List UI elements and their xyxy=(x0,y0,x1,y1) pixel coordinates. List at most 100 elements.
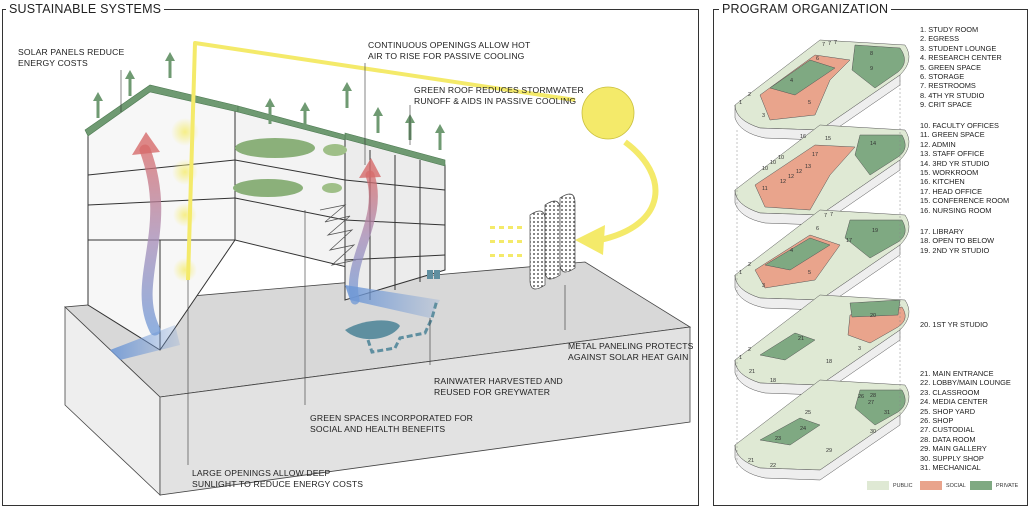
plan-label: 12 xyxy=(788,174,794,180)
annotation-line: AGAINST SOLAR HEAT GAIN xyxy=(568,352,689,362)
program-list-floor-3: 10. FACULTY OFFICES 11. GREEN SPACE 12. … xyxy=(920,121,1009,215)
plan-label: 1 xyxy=(739,270,742,276)
program-item: 1. STUDY ROOM xyxy=(920,25,979,34)
plan-label: 5 xyxy=(808,100,811,106)
program-item: 16. KITCHEN xyxy=(920,177,965,187)
sustainable-systems-title: SUSTAINABLE SYSTEMS xyxy=(6,2,165,16)
solar-curve-arrow xyxy=(599,139,659,243)
legend-swatch xyxy=(920,481,942,490)
plan-label: 1 xyxy=(739,355,742,361)
plan-label: 15 xyxy=(825,136,831,142)
program-item: 14. 3RD YR STUDIO xyxy=(920,158,990,168)
program-item: 8. 4TH YR STUDIO xyxy=(920,90,985,100)
program-item: 16. NURSING ROOM xyxy=(920,205,992,215)
annotation-solar-panels: SOLAR PANELS REDUCE ENERGY COSTS xyxy=(18,47,124,69)
plan-label: 31 xyxy=(884,410,890,416)
plan-label: 7 xyxy=(828,41,831,47)
plan-label: 2 xyxy=(748,262,751,268)
plan-label: 12 xyxy=(780,179,786,185)
plan-label: 22 xyxy=(770,463,776,469)
annotation-line: ENERGY COSTS xyxy=(18,58,88,68)
plan-label: 6 xyxy=(816,226,819,232)
plan-label: 3 xyxy=(858,346,861,352)
plan-label: 13 xyxy=(805,164,811,170)
program-item: 6. STORAGE xyxy=(920,72,965,82)
annotation-line: CONTINUOUS OPENINGS ALLOW HOT xyxy=(368,40,531,50)
program-item: 15. CONFERENCE ROOM xyxy=(920,196,1010,206)
hot-air-arrow-right xyxy=(349,170,378,305)
plan-label: 10 xyxy=(770,160,776,166)
annotation-leaders xyxy=(120,63,566,465)
plan-label: 10 xyxy=(762,166,768,172)
plan-label: 28 xyxy=(870,393,876,399)
program-item: 17. HEAD OFFICE xyxy=(920,186,983,196)
annotation-metal-paneling: METAL PANELING PROTECTS AGAINST SOLAR HE… xyxy=(568,341,694,363)
plan-label: 6 xyxy=(816,56,819,62)
program-item: 20. 1ST YR STUDIO xyxy=(920,320,988,329)
plan-number-labels: 1 2 3 4 5 6 7 7 7 8 9 10 10 10 11 12 12 … xyxy=(739,40,890,469)
legend-public: PUBLIC xyxy=(867,481,912,490)
program-list-floor-1: 20. 1ST YR STUDIO xyxy=(920,320,988,329)
plan-label: 7 xyxy=(824,213,827,219)
annotation-rainwater: RAINWATER HARVESTED AND REUSED FOR GREYW… xyxy=(434,376,563,398)
legend-social: SOCIAL xyxy=(920,481,966,490)
legend-swatch xyxy=(970,481,992,490)
plan-label: 5 xyxy=(808,270,811,276)
plan-label: 12 xyxy=(796,169,802,175)
program-floor-plans xyxy=(734,39,910,481)
plan-label: 19 xyxy=(872,228,878,234)
program-list-ground: 21. MAIN ENTRANCE 22. LOBBY/MAIN LOUNGE … xyxy=(920,369,1011,472)
plan-floor-3 xyxy=(734,124,910,226)
legend-private: PRIVATE xyxy=(970,481,1018,490)
plan-floor-4 xyxy=(734,39,910,141)
program-item: 21. MAIN ENTRANCE xyxy=(920,369,994,378)
plan-label: 4 xyxy=(790,78,793,84)
program-item: 23. CLASSROOM xyxy=(920,387,980,397)
annotation-line: LARGE OPENINGS ALLOW DEEP xyxy=(192,468,331,478)
annotation-sunlight: LARGE OPENINGS ALLOW DEEP SUNLIGHT TO RE… xyxy=(192,468,363,490)
program-item: 7. RESTROOMS xyxy=(920,81,976,91)
program-item: 17. LIBRARY xyxy=(920,227,964,236)
hot-air-arrow-left xyxy=(139,144,162,336)
annotation-line: RAINWATER HARVESTED AND xyxy=(434,376,563,386)
plan-label: 18 xyxy=(770,378,776,384)
plan-label: 17 xyxy=(812,152,818,158)
program-item: 19. 2ND YR STUDIO xyxy=(920,245,990,255)
plan-label: 2 xyxy=(748,347,751,353)
annotation-green-spaces: GREEN SPACES INCORPORATED FOR SOCIAL AND… xyxy=(310,413,473,435)
program-item: 22. LOBBY/MAIN LOUNGE xyxy=(920,378,1011,388)
cool-air-flow xyxy=(110,325,180,360)
plan-ground xyxy=(734,379,910,481)
plan-label: 26 xyxy=(858,394,864,400)
plan-label: 30 xyxy=(870,429,876,435)
plan-label: 29 xyxy=(826,448,832,454)
plan-label: 3 xyxy=(762,113,765,119)
plan-label: 3 xyxy=(762,283,765,289)
annotation-line: GREEN ROOF REDUCES STORMWATER xyxy=(414,85,584,95)
program-item: 11. GREEN SPACE xyxy=(920,130,985,140)
annotation-continuous-openings: CONTINUOUS OPENINGS ALLOW HOT AIR TO RIS… xyxy=(368,40,530,62)
annotation-line: GREEN SPACES INCORPORATED FOR xyxy=(310,413,474,423)
plan-label: 21 xyxy=(798,336,804,342)
program-item: 3. STUDENT LOUNGE xyxy=(920,43,997,53)
program-item: 24. MEDIA CENTER xyxy=(920,397,988,407)
plan-label: 11 xyxy=(762,186,768,192)
plan-label: 7 xyxy=(822,42,825,48)
plan-label: 17 xyxy=(846,238,852,244)
legend-swatch xyxy=(867,481,889,490)
program-item: 26. SHOP xyxy=(920,416,954,426)
plan-label: 18 xyxy=(826,359,832,365)
plan-label: 25 xyxy=(805,410,811,416)
program-item: 29. MAIN GALLERY xyxy=(920,444,987,454)
plan-label: 24 xyxy=(800,426,806,432)
green-space-planters xyxy=(233,138,347,197)
plan-label: 21 xyxy=(749,369,755,375)
program-item: 15. WORKROOM xyxy=(920,168,979,178)
plan-label: 21 xyxy=(748,458,754,464)
program-item: 30. SUPPLY SHOP xyxy=(920,453,984,463)
annotation-line: REUSED FOR GREYWATER xyxy=(434,387,551,397)
sun-icon xyxy=(581,86,635,140)
program-item: 9. CRIT SPACE xyxy=(920,100,972,110)
annotation-line: SOCIAL AND HEALTH BENEFITS xyxy=(310,424,446,434)
